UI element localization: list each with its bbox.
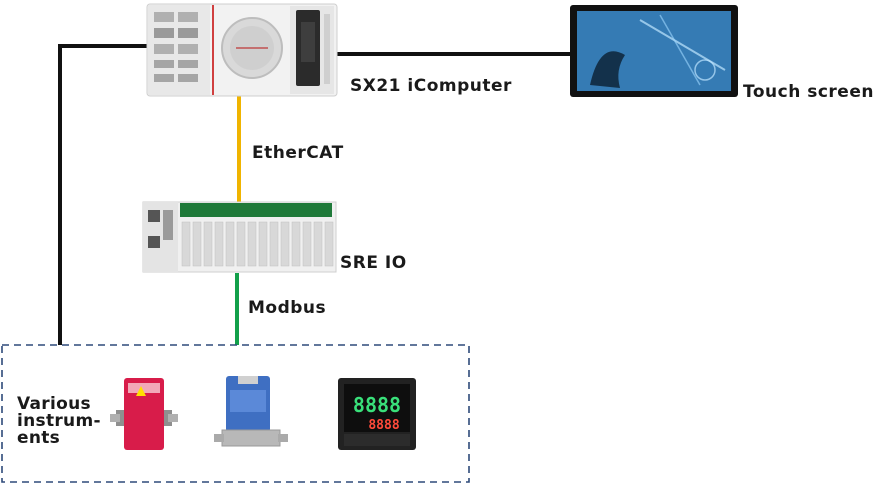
io-label: SRE IO	[340, 253, 407, 273]
io-device	[142, 201, 337, 273]
controller-bottom-digits: 8888	[368, 418, 399, 433]
instrument-group-box	[1, 344, 470, 483]
computer-device	[146, 3, 338, 97]
touch-screen-device	[570, 5, 738, 97]
direct-link-line	[58, 44, 148, 345]
instruments-label-line-1: Various	[17, 394, 91, 414]
instrument-mass-flow-controller	[214, 376, 288, 447]
controller-top-digits: 8888	[353, 393, 401, 417]
instrument-red-meter	[110, 378, 178, 450]
ethercat-label: EtherCAT	[252, 143, 344, 163]
touch-screen-label: Touch screen	[743, 82, 874, 102]
modbus-label: Modbus	[248, 298, 327, 318]
instruments-label: Various instrum- ents	[17, 396, 101, 447]
instrument-temperature-controller	[338, 378, 416, 450]
instruments-label-line-2: instrum-	[17, 411, 101, 431]
instruments-label-line-3: ents	[17, 428, 61, 448]
computer-label: SX21 iComputer	[350, 76, 512, 96]
